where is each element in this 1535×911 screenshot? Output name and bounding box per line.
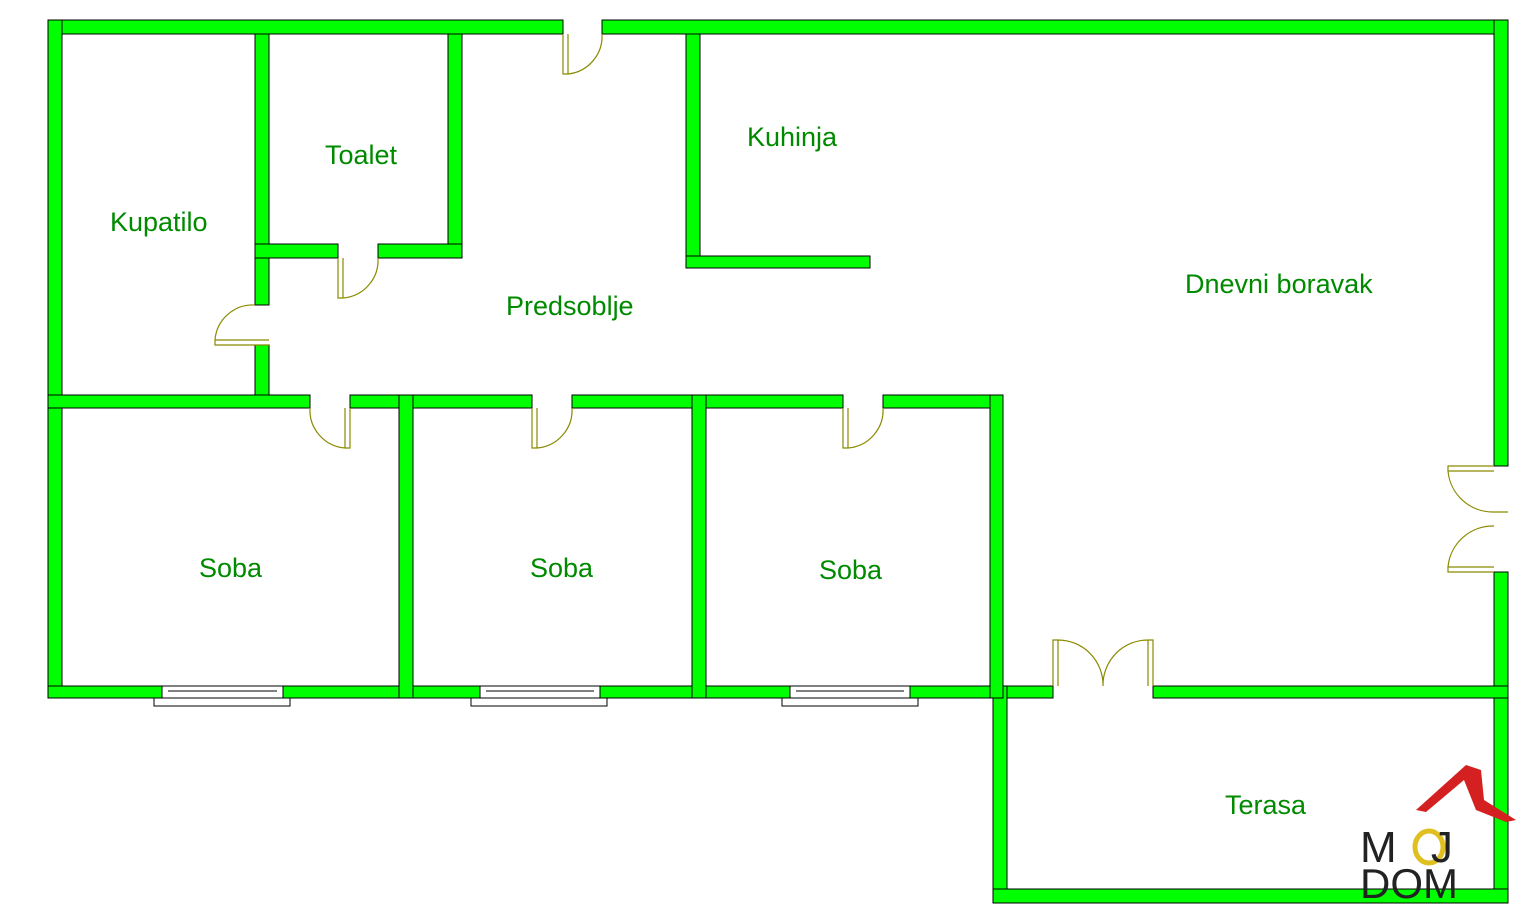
room-label-dnevni-boravak: Dnevni boravak bbox=[1185, 269, 1373, 299]
room-label-soba-3: Soba bbox=[819, 555, 883, 585]
logo-text-line2: DOM bbox=[1360, 860, 1458, 905]
room-label-terasa: Terasa bbox=[1225, 790, 1307, 820]
room-label-predsoblje: Predsoblje bbox=[506, 291, 634, 321]
room-label-soba-1: Soba bbox=[199, 553, 263, 583]
moj-dom-logo: MOJ DOM bbox=[1360, 765, 1516, 905]
logo-ring-icon bbox=[1412, 828, 1446, 866]
room-label-toalet: Toalet bbox=[325, 140, 398, 170]
room-label-soba-2: Soba bbox=[530, 553, 594, 583]
logo-roof-icon bbox=[1416, 765, 1516, 822]
room-label-kupatilo: Kupatilo bbox=[110, 207, 208, 237]
windows bbox=[153, 685, 919, 707]
room-label-kuhinja: Kuhinja bbox=[747, 122, 838, 152]
doors bbox=[214, 33, 1508, 687]
